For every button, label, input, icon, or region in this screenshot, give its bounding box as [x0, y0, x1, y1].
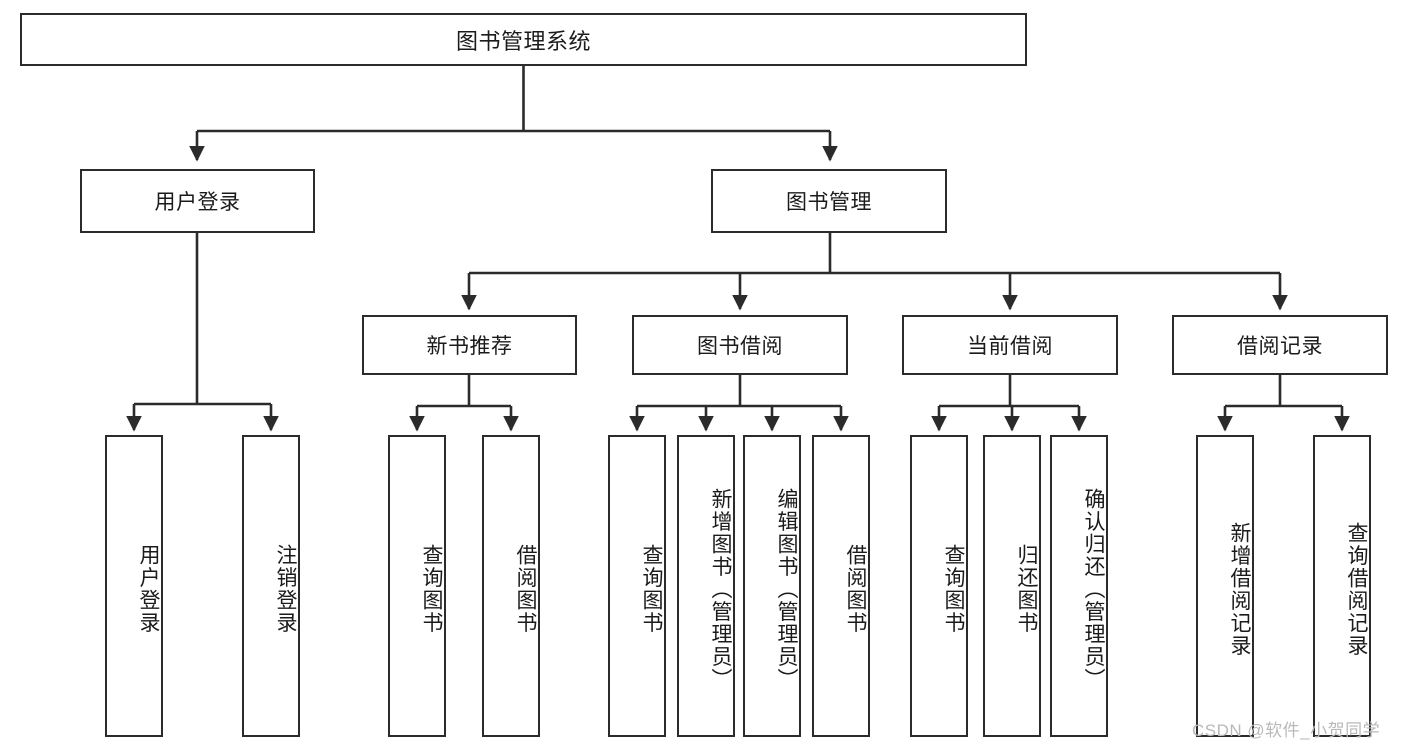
- node-book-borrow[interactable]: 图书借阅: [632, 315, 848, 375]
- leaf-user-login-login[interactable]: 用户登录: [105, 435, 163, 737]
- node-root-system[interactable]: 图书管理系统: [20, 13, 1027, 66]
- leaf-label: 注销登录: [274, 544, 297, 634]
- leaf-label: 借阅图书: [514, 544, 537, 634]
- leaf-label: 编辑图书（管理员）: [775, 487, 798, 691]
- leaf-label: 查询图书: [640, 544, 663, 634]
- leaf-current-borrow-confirm-return[interactable]: 确认归还（管理员）: [1050, 435, 1108, 737]
- leaf-book-borrow-add[interactable]: 新增图书（管理员）: [677, 435, 735, 737]
- node-borrow-record[interactable]: 借阅记录: [1172, 315, 1388, 375]
- node-borrow-record-label: 借阅记录: [1237, 335, 1323, 358]
- leaf-current-borrow-return[interactable]: 归还图书: [983, 435, 1041, 737]
- leaf-label: 用户登录: [137, 544, 160, 634]
- node-current-borrow-label: 当前借阅: [967, 335, 1053, 358]
- leaf-label: 新增借阅记录: [1228, 521, 1251, 657]
- leaf-label: 确认归还（管理员）: [1082, 487, 1105, 691]
- node-user-login-label: 用户登录: [154, 191, 241, 214]
- node-book-borrow-label: 图书借阅: [697, 335, 783, 358]
- node-book-management-label: 图书管理: [786, 191, 872, 214]
- leaf-current-borrow-query[interactable]: 查询图书: [910, 435, 968, 737]
- node-new-book-recommend[interactable]: 新书推荐: [362, 315, 577, 375]
- leaf-new-book-query[interactable]: 查询图书: [388, 435, 446, 737]
- node-user-login[interactable]: 用户登录: [80, 169, 315, 233]
- leaf-label: 查询借阅记录: [1345, 521, 1368, 657]
- node-book-management[interactable]: 图书管理: [711, 169, 947, 233]
- leaf-borrow-record-query[interactable]: 查询借阅记录: [1313, 435, 1371, 737]
- node-new-book-recommend-label: 新书推荐: [426, 335, 513, 358]
- leaf-label: 归还图书: [1015, 544, 1038, 634]
- leaf-user-login-logout[interactable]: 注销登录: [242, 435, 300, 737]
- node-current-borrow[interactable]: 当前借阅: [902, 315, 1118, 375]
- leaf-label: 查询图书: [942, 544, 965, 634]
- watermark-text: CSDN @软件_小贺同学: [1192, 721, 1381, 740]
- node-root-label: 图书管理系统: [455, 28, 591, 54]
- leaf-label: 新增图书（管理员）: [709, 487, 732, 691]
- leaf-book-borrow-borrow[interactable]: 借阅图书: [812, 435, 870, 737]
- leaf-new-book-borrow[interactable]: 借阅图书: [482, 435, 540, 737]
- leaf-book-borrow-edit[interactable]: 编辑图书（管理员）: [743, 435, 801, 737]
- leaf-label: 借阅图书: [844, 544, 867, 634]
- leaf-borrow-record-add[interactable]: 新增借阅记录: [1196, 435, 1254, 737]
- leaf-label: 查询图书: [420, 544, 443, 634]
- leaf-book-borrow-query[interactable]: 查询图书: [608, 435, 666, 737]
